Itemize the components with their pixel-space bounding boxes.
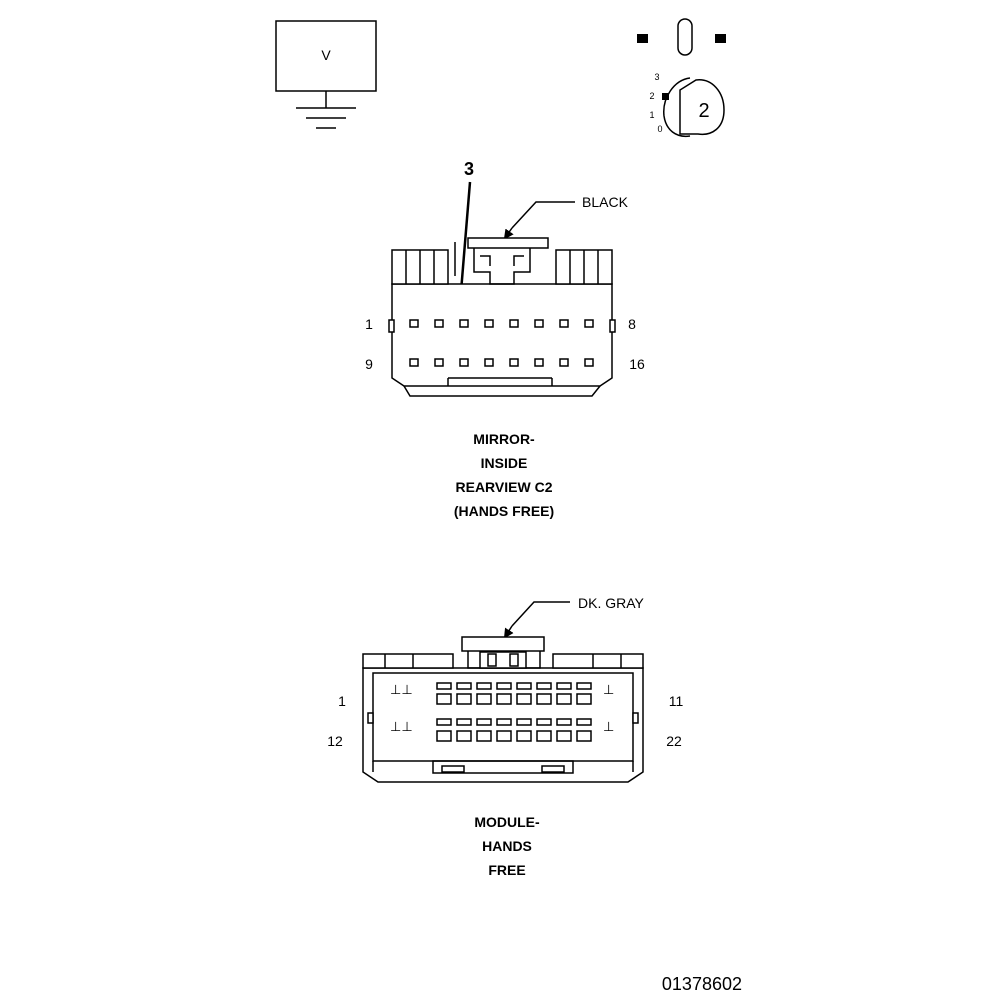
c2-pin-label-8: 8: [628, 316, 636, 332]
svg-text:⊥: ⊥: [603, 719, 614, 734]
module-pin-label-11: 11: [669, 693, 684, 709]
key-label: 2: [698, 100, 709, 122]
module-terminal-row-bottom: ⊥⊥ ⊥: [390, 718, 614, 742]
c2-pin-label-1: 1: [365, 316, 373, 332]
voltmeter-label: V: [321, 47, 331, 63]
module-pin-label-12: 12: [327, 733, 343, 749]
voltmeter-ground-icon: V: [275, 20, 377, 129]
svg-text:⊥⊥: ⊥⊥: [390, 719, 413, 734]
c2-color-label: BLACK: [582, 194, 629, 210]
svg-text:⊥⊥: ⊥⊥: [390, 682, 413, 697]
ignition-position-1: 1: [649, 110, 654, 120]
module-pin-label-22: 22: [666, 733, 682, 749]
figure-id: 01378602: [662, 974, 742, 994]
module-color-label: DK. GRAY: [578, 595, 645, 611]
c2-pin-label-9: 9: [365, 356, 373, 372]
c2-cavity-row-top: [409, 319, 594, 328]
module-name-line-2: HANDS: [482, 838, 532, 854]
c2-cavity-row-bottom: [409, 358, 594, 367]
ignition-position-3: 3: [654, 72, 659, 82]
ignition-position-0: 0: [657, 124, 662, 134]
svg-text:⊥: ⊥: [603, 682, 614, 697]
module-name-line-3: FREE: [488, 862, 525, 878]
cavity-callout-number: 3: [464, 159, 474, 179]
ignition-position-2: 2: [649, 91, 654, 101]
c2-name-line-2: INSIDE: [481, 455, 528, 471]
c2-name-line-4: (HANDS FREE): [454, 503, 554, 519]
module-pin-label-1: 1: [338, 693, 346, 709]
connector-module: DK. GRAY ⊥⊥ ⊥: [327, 595, 683, 878]
c2-name-line-1: MIRROR-: [473, 431, 535, 447]
module-name-line-1: MODULE-: [474, 814, 540, 830]
connector-c2: BLACK: [365, 194, 645, 519]
module-terminal-row-top: ⊥⊥ ⊥: [390, 682, 614, 705]
ignition-key-icon: 3 2 1 0 2: [637, 18, 726, 138]
c2-name-line-3: REARVIEW C2: [456, 479, 553, 495]
c2-pin-label-16: 16: [629, 356, 645, 372]
